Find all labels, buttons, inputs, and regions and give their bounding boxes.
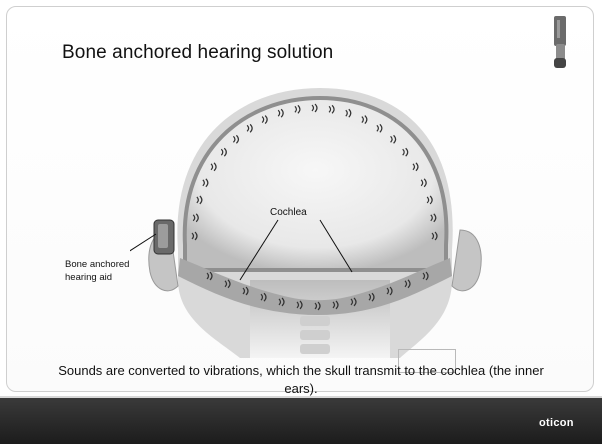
cochlea-label: Cochlea [270,207,307,218]
hearing-device-icon [548,14,572,74]
skull-xray-diagram [130,80,500,358]
oticon-logo: oticon [539,417,574,429]
slide-caption: Sounds are converted to vibrations, whic… [40,362,562,398]
device-label: Bone anchored hearing aid [65,258,145,284]
slide-title: Bone anchored hearing solution [62,42,333,64]
bone-anchored-device [154,220,174,254]
right-ear [452,230,481,291]
spine [300,316,330,354]
footer-bar [0,398,602,444]
